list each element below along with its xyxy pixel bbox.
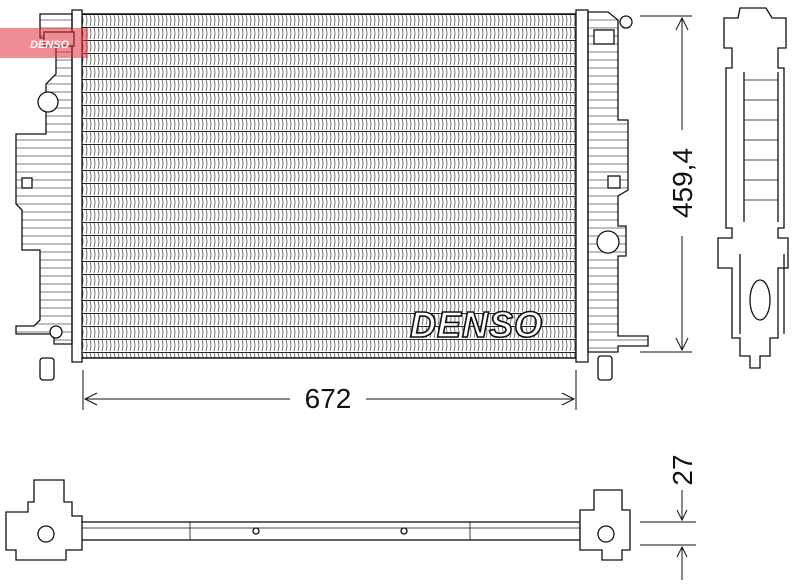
radiator-core (79, 13, 577, 359)
height-dimension-label: 459,4 (667, 148, 698, 218)
watermark-band (0, 28, 88, 58)
front-view (15, 9, 649, 381)
width-dimension (82, 370, 577, 410)
side-view (717, 7, 789, 369)
brand-logo: DENSO (410, 304, 543, 345)
watermark-text: DENSO (30, 39, 70, 51)
watermark-logo: DENSO (0, 28, 88, 58)
left-tank (71, 9, 83, 363)
bottom-view (5, 479, 631, 561)
depth-dimension (640, 490, 696, 580)
width-dimension-label: 672 (305, 383, 352, 414)
right-tank (575, 9, 589, 363)
depth-dimension-label: 27 (667, 454, 698, 485)
height-dimension (640, 15, 692, 353)
